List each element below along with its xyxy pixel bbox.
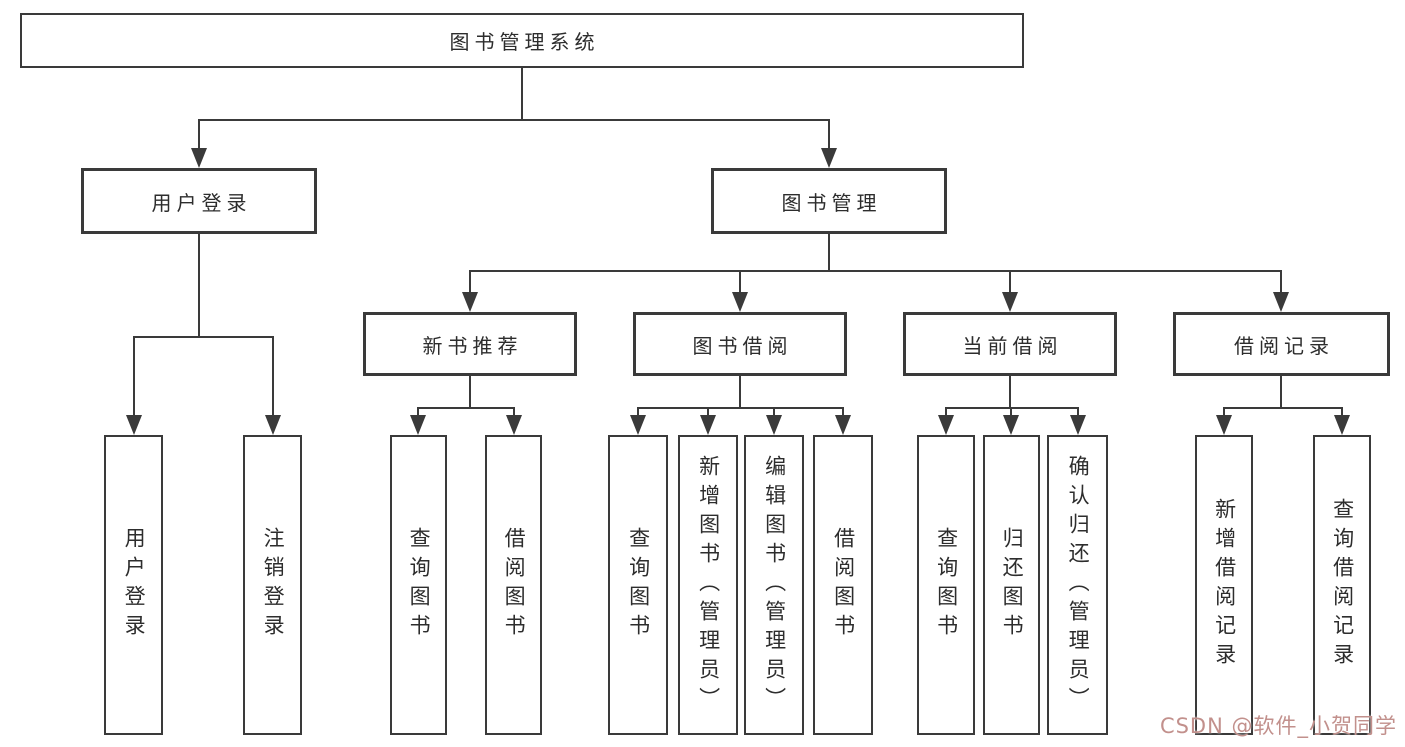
leaf-add-book-admin: 新增图书（管理员）	[678, 435, 738, 735]
connector-line	[133, 336, 274, 338]
leaf-label: 借阅图书	[502, 527, 527, 643]
leaf-label: 编辑图书（管理员）	[762, 454, 787, 716]
arrowhead-icon	[1334, 415, 1350, 435]
leaf-query-borrow-record: 查询借阅记录	[1313, 435, 1371, 735]
connector-line	[513, 407, 515, 417]
arrowhead-icon	[265, 415, 281, 435]
connector-line	[637, 407, 639, 417]
connector-line	[521, 68, 523, 120]
arrowhead-icon	[1216, 415, 1232, 435]
connector-line	[1077, 407, 1079, 417]
node-label: 当前借阅	[962, 333, 1063, 358]
node-borrow-record: 借阅记录	[1173, 312, 1390, 376]
connector-line	[1010, 407, 1012, 417]
arrowhead-icon	[126, 415, 142, 435]
leaf-label: 查询图书	[407, 527, 432, 643]
leaf-label: 查询图书	[934, 527, 959, 643]
leaf-add-borrow-record: 新增借阅记录	[1195, 435, 1253, 735]
connector-line	[198, 119, 830, 121]
leaf-query-book-current: 查询图书	[917, 435, 975, 735]
leaf-label: 归还图书	[1000, 527, 1025, 643]
connector-line	[469, 270, 471, 294]
node-root: 图书管理系统	[20, 13, 1024, 68]
connector-line	[773, 407, 775, 417]
node-root-label: 图书管理系统	[449, 30, 600, 54]
connector-line	[828, 119, 830, 149]
leaf-return-book: 归还图书	[983, 435, 1040, 735]
arrowhead-icon	[938, 415, 954, 435]
node-current-borrow: 当前借阅	[903, 312, 1117, 376]
connector-line	[198, 119, 200, 149]
connector-line	[1223, 407, 1225, 417]
arrowhead-icon	[1070, 415, 1086, 435]
leaf-label: 用户登录	[122, 527, 147, 643]
arrowhead-icon	[630, 415, 646, 435]
leaf-borrow-book: 借阅图书	[813, 435, 873, 735]
connector-line	[637, 407, 844, 409]
connector-line	[1341, 407, 1343, 417]
arrowhead-icon	[1273, 292, 1289, 312]
leaf-label: 查询借阅记录	[1330, 498, 1355, 672]
arrowhead-icon	[732, 292, 748, 312]
node-book-management: 图书管理	[711, 168, 947, 234]
connector-line	[828, 234, 830, 272]
node-label: 图书管理	[781, 190, 882, 215]
arrowhead-icon	[821, 148, 837, 168]
arrowhead-icon	[462, 292, 478, 312]
connector-line	[469, 270, 1282, 272]
connector-line	[739, 270, 741, 294]
leaf-label: 新增借阅记录	[1212, 498, 1237, 672]
leaf-user-login: 用户登录	[104, 435, 163, 735]
connector-line	[417, 407, 515, 409]
csdn-watermark: CSDN @软件_小贺同学	[1159, 714, 1397, 738]
leaf-label: 确认归还（管理员）	[1066, 454, 1091, 716]
arrowhead-icon	[766, 415, 782, 435]
connector-line	[272, 336, 274, 416]
connector-line	[1280, 376, 1282, 409]
node-label: 图书借阅	[692, 333, 793, 358]
arrowhead-icon	[506, 415, 522, 435]
leaf-query-book-borrow: 查询图书	[608, 435, 668, 735]
node-user-login: 用户登录	[81, 168, 317, 234]
leaf-label: 注销登录	[261, 527, 286, 643]
leaf-label: 新增图书（管理员）	[696, 454, 721, 716]
connector-line	[1223, 407, 1343, 409]
connector-line	[1009, 270, 1011, 294]
node-label: 借阅记录	[1234, 333, 1334, 358]
connector-line	[469, 376, 471, 409]
arrowhead-icon	[700, 415, 716, 435]
connector-line	[1009, 376, 1011, 409]
arrowhead-icon	[835, 415, 851, 435]
leaf-edit-book-admin: 编辑图书（管理员）	[744, 435, 804, 735]
leaf-label: 查询图书	[626, 527, 651, 643]
leaf-borrow-book-recommend: 借阅图书	[485, 435, 542, 735]
connector-line	[842, 407, 844, 417]
connector-line	[1280, 270, 1282, 294]
connector-line	[417, 407, 419, 417]
node-label: 用户登录	[151, 190, 252, 215]
arrowhead-icon	[1003, 415, 1019, 435]
leaf-logout: 注销登录	[243, 435, 302, 735]
node-new-book-recommend: 新书推荐	[363, 312, 577, 376]
connector-line	[198, 234, 200, 338]
connector-line	[133, 336, 135, 416]
leaf-confirm-return-admin: 确认归还（管理员）	[1047, 435, 1108, 735]
node-label: 新书推荐	[422, 333, 523, 358]
arrowhead-icon	[191, 148, 207, 168]
leaf-query-book-recommend: 查询图书	[390, 435, 447, 735]
connector-line	[945, 407, 1079, 409]
connector-line	[739, 376, 741, 409]
node-book-borrow: 图书借阅	[633, 312, 847, 376]
arrowhead-icon	[1002, 292, 1018, 312]
connector-line	[707, 407, 709, 417]
leaf-label: 借阅图书	[831, 527, 856, 643]
arrowhead-icon	[410, 415, 426, 435]
connector-line	[945, 407, 947, 417]
